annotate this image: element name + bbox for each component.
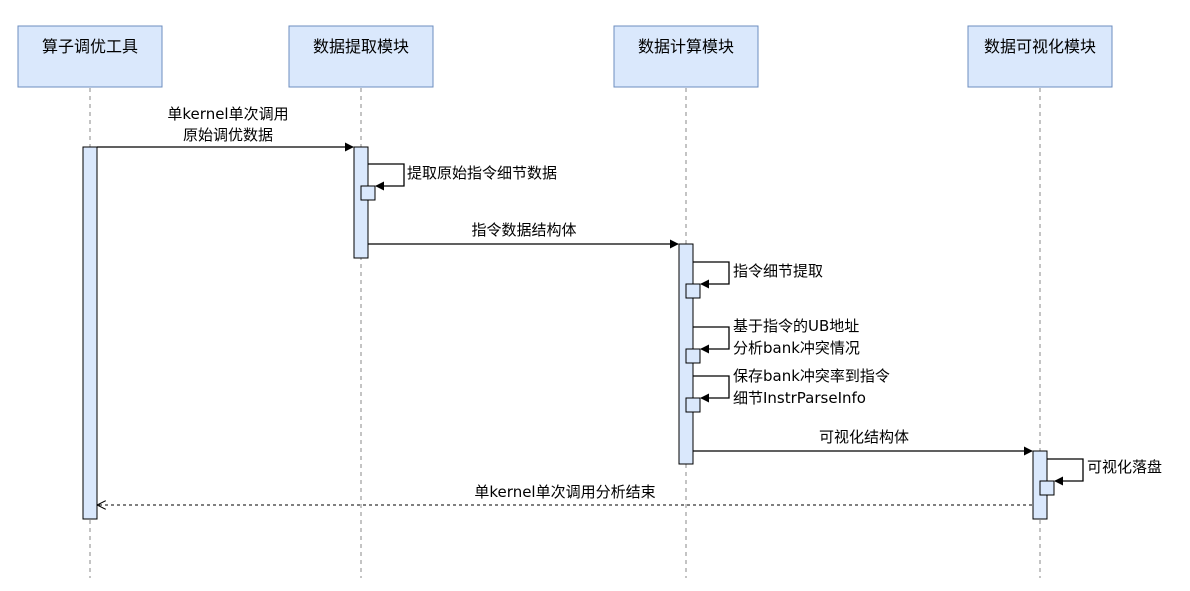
participant-label: 数据可视化模块 (984, 37, 1096, 56)
participant-p3: 数据计算模块 (613, 25, 759, 88)
nested-activation (1039, 480, 1055, 496)
message-label-line-1: 可视化结构体 (819, 428, 909, 446)
message-visual-struct: 可视化结构体 (693, 428, 1033, 456)
message-return-analysis-end: 单kernel单次调用分析结束 (98, 483, 1032, 505)
participant-label: 数据提取模块 (313, 37, 409, 56)
nested-activation (685, 397, 701, 413)
message-label-line-1: 单kernel单次调用 (167, 105, 288, 123)
message-label-line-2: 细节InstrParseInfo (733, 389, 866, 407)
activations (82, 146, 1048, 520)
message-label-line-1: 指令细节提取 (733, 262, 823, 280)
self-call-arrow (693, 261, 730, 289)
participant-p1: 算子调优工具 (17, 25, 163, 88)
message-instr-struct: 指令数据结构体 (368, 221, 679, 249)
self-call-arrow (693, 326, 730, 354)
activation-bar-p2 (353, 146, 369, 259)
self-call-arrow (1047, 458, 1084, 486)
self-call-arrow (693, 375, 730, 403)
message-label-line-1: 可视化落盘 (1087, 458, 1162, 476)
participant-box (288, 25, 434, 88)
message-label-line-1: 单kernel单次调用分析结束 (474, 483, 655, 501)
participant-box (613, 25, 759, 88)
self-call-save-conflict-rate: 保存bank冲突率到指令 细节InstrParseInfo (685, 367, 890, 413)
self-call-arrow (368, 163, 405, 191)
self-call-instr-detail-extract: 指令细节提取 (685, 261, 823, 299)
self-call-visual-persist: 可视化落盘 (1039, 458, 1162, 496)
message-label-line-2: 分析bank冲突情况 (733, 339, 860, 357)
participant-label: 数据计算模块 (638, 37, 734, 56)
nested-activation (685, 348, 701, 364)
message-label-line-1: 指令数据结构体 (471, 221, 576, 239)
nested-activation (360, 185, 376, 201)
participant-p4: 数据可视化模块 (967, 25, 1113, 88)
message-label-line-1: 基于指令的UB地址 (733, 317, 859, 335)
message-label-line-1: 保存bank冲突率到指令 (733, 367, 890, 385)
participant-label: 算子调优工具 (42, 37, 138, 56)
nested-activation (685, 283, 701, 299)
activation-bar-p1 (82, 146, 98, 520)
self-call-extract-instr-details: 提取原始指令细节数据 (360, 163, 557, 201)
self-call-bank-conflict-analysis: 基于指令的UB地址 分析bank冲突情况 (685, 317, 860, 364)
message-raw-data: 单kernel单次调用 原始调优数据 (97, 105, 354, 152)
participant-box (17, 25, 163, 88)
participant-box (967, 25, 1113, 88)
message-label-line-2: 原始调优数据 (183, 126, 273, 144)
participant-p2: 数据提取模块 (288, 25, 434, 88)
message-label-line-1: 提取原始指令细节数据 (407, 164, 557, 182)
